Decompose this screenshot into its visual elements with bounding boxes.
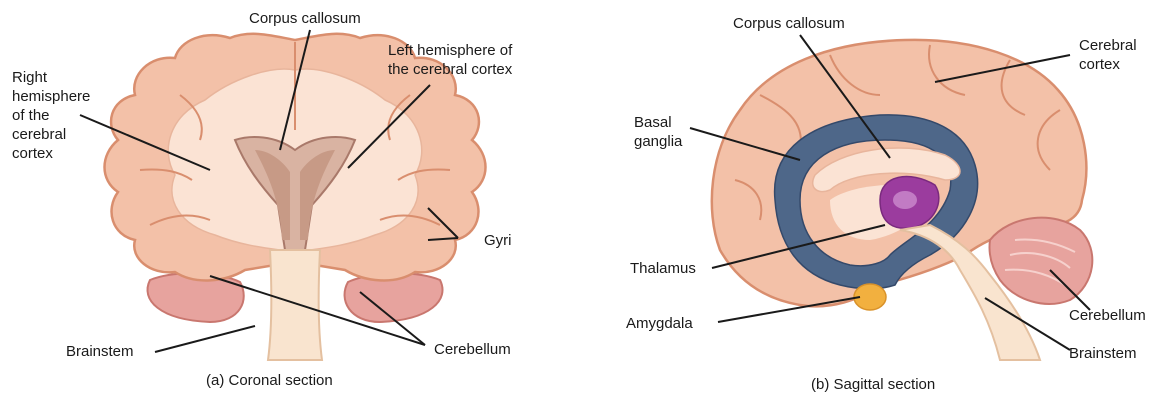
sagittal-label-corpus-callosum: Corpus callosum — [733, 14, 845, 33]
sagittal-cerebellum — [989, 218, 1092, 304]
coronal-caption: (a) Coronal section — [206, 372, 333, 389]
sagittal-label-basal-ganglia: Basal ganglia — [634, 113, 682, 151]
leader-coronal-brainstem — [155, 326, 255, 352]
coronal-label-brainstem: Brainstem — [66, 342, 134, 361]
coronal-label-right-hemisphere: Right hemisphere of the cerebral cortex — [12, 68, 90, 163]
coronal-section-illustration — [105, 34, 486, 360]
sagittal-section-illustration — [712, 40, 1093, 360]
coronal-label-gyri: Gyri — [484, 231, 512, 250]
sagittal-label-thalamus: Thalamus — [630, 259, 696, 278]
coronal-label-left-hemisphere: Left hemisphere of the cerebral cortex — [388, 41, 512, 79]
sagittal-label-cerebellum: Cerebellum — [1069, 306, 1146, 325]
coronal-label-cerebellum: Cerebellum — [434, 340, 511, 359]
sagittal-caption: (b) Sagittal section — [811, 376, 935, 393]
sagittal-label-cerebral-cortex: Cerebral cortex — [1079, 36, 1137, 74]
coronal-brainstem — [268, 250, 322, 360]
sagittal-label-brainstem: Brainstem — [1069, 344, 1137, 363]
coronal-label-corpus-callosum: Corpus callosum — [249, 9, 361, 28]
sagittal-label-amygdala: Amygdala — [626, 314, 693, 333]
